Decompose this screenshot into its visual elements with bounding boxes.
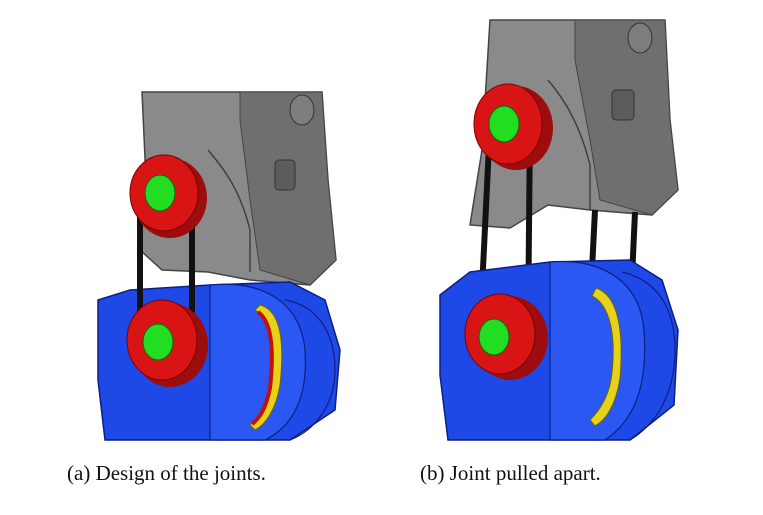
subfigure-a-label: (a) [67, 461, 91, 485]
subfigure-a-caption: (a) Design of the joints. [67, 461, 266, 486]
subfigure-b-label: (b) [420, 461, 445, 485]
subfigure-b-caption-text: Joint pulled apart. [449, 461, 601, 485]
subfigure-b-caption: (b) Joint pulled apart. [420, 461, 601, 486]
subfigure-a-caption-text: Design of the joints. [95, 461, 266, 485]
joint-design-render [97, 91, 341, 441]
lower-pulley [126, 299, 208, 387]
subfigure-a-image [90, 0, 350, 450]
subfigure-b-image [430, 0, 690, 450]
lower-pulley [464, 293, 548, 380]
joint-pulled-apart-render [439, 19, 679, 441]
upper-pulley [473, 83, 553, 170]
bearing-ring [589, 287, 622, 427]
upper-pulley [129, 154, 207, 238]
tendon-rear-1 [589, 209, 598, 271]
